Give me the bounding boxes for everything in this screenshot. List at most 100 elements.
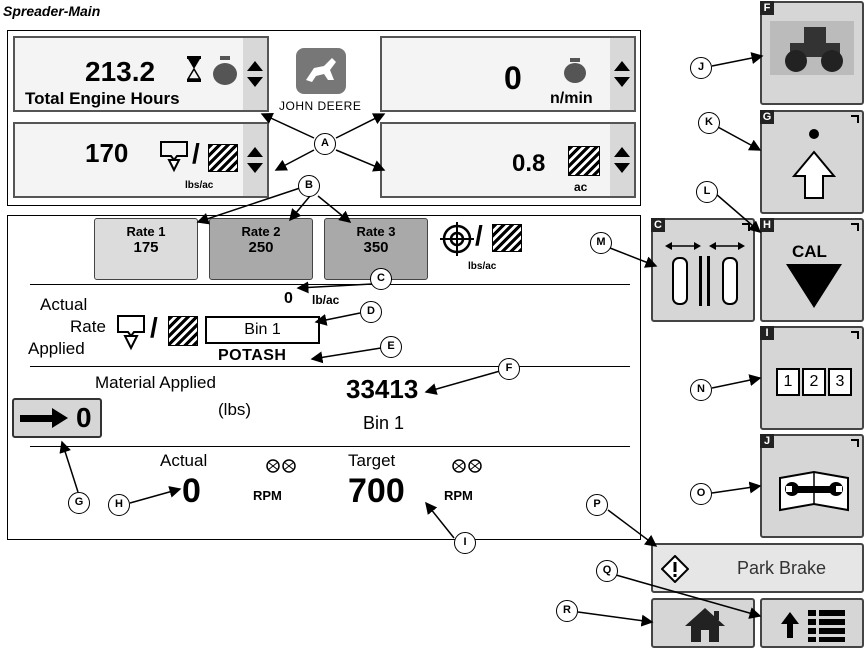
service-manual-button[interactable]: J	[760, 434, 864, 538]
hopper-icon	[116, 314, 146, 354]
rate-1-label: Rate 1	[126, 224, 166, 239]
actual-rate-unit: lb/ac	[312, 293, 340, 307]
rate-2-label: Rate 2	[241, 224, 281, 239]
warning-icon	[660, 554, 690, 584]
actual-rate-label-1: Actual	[40, 295, 88, 314]
target-rate-value: 170	[85, 138, 129, 168]
area-hatch-icon	[492, 224, 522, 252]
material-applied-unit: (lbs)	[218, 400, 252, 419]
softkey-tag-i: I	[760, 326, 774, 340]
target-rate-scroll-arrows[interactable]	[243, 124, 267, 196]
actual-rate-label-2: Rate	[70, 317, 106, 336]
material-name: POTASH	[218, 347, 287, 364]
main-panel	[7, 215, 641, 540]
arrow-right-icon	[20, 408, 68, 428]
area-hatch-icon	[168, 316, 198, 346]
softkey-tag-g: G	[760, 110, 774, 124]
engine-hours-scroll-arrows[interactable]	[243, 38, 267, 110]
spinner-actual-value: 0	[182, 472, 201, 510]
divider-line	[30, 284, 630, 285]
spinner-target-label: Target	[348, 451, 396, 470]
number-keypad-icon: 1 2 3	[776, 368, 852, 396]
reset-counter-button[interactable]: 0	[12, 398, 102, 438]
john-deere-logo-text: JOHN DEERE	[279, 99, 362, 113]
rate-3-value: 350	[363, 239, 389, 256]
screen-title: Spreader-Main	[3, 3, 101, 19]
spinner-actual-label: Actual	[160, 451, 208, 470]
speed-scroll-arrows[interactable]	[610, 38, 634, 110]
rate-1-button[interactable]: Rate 1 175	[94, 218, 198, 280]
divider-line	[30, 366, 630, 367]
callout-i: I	[454, 532, 476, 554]
callout-n: N	[690, 379, 712, 401]
softkey-tag-c: C	[651, 218, 665, 232]
calibration-label: CAL	[792, 242, 827, 261]
speed-unit: n/min	[550, 90, 593, 107]
area-value: 0.8	[512, 150, 546, 177]
speed-box[interactable]: 0 n/min	[380, 36, 636, 112]
spinner-icon	[262, 459, 312, 473]
wrench-book-icon	[776, 466, 852, 516]
menu-up-icon	[780, 606, 848, 644]
callout-o: O	[690, 483, 712, 505]
callout-r: R	[556, 600, 578, 622]
presets-button[interactable]: I 1 2 3	[760, 326, 864, 430]
spinner-target-unit: RPM	[444, 488, 473, 503]
top-panel	[7, 30, 641, 206]
engine-hours-box[interactable]: 213.2 Total Engine Hours	[13, 36, 269, 112]
john-deere-logo	[296, 48, 346, 94]
machine-page-button[interactable]: F	[760, 1, 864, 105]
tractor-icon	[770, 21, 854, 75]
calibration-button[interactable]: H CAL	[760, 218, 864, 322]
area-box[interactable]: 0.8 ac	[380, 122, 636, 198]
actual-rate-value: 0	[284, 290, 293, 307]
callout-f: F	[498, 358, 520, 380]
corner-mark	[851, 439, 859, 447]
material-applied-value: 33413	[346, 374, 419, 404]
spinner-actual-unit: RPM	[253, 488, 282, 503]
callout-l: L	[696, 181, 718, 203]
target-icon	[440, 222, 474, 256]
corner-mark	[851, 331, 859, 339]
callout-a: A	[314, 133, 336, 155]
arrow-down-icon	[247, 163, 263, 173]
triangle-down-icon	[786, 264, 842, 310]
softkey-tag-j: J	[760, 434, 774, 448]
area-hatch-icon	[568, 146, 600, 176]
engine-icon	[562, 58, 588, 84]
park-brake-indicator: Park Brake	[651, 543, 864, 593]
spread-width-button[interactable]: C	[651, 218, 755, 322]
softkey-tag-f: F	[760, 1, 774, 15]
target-rate-box[interactable]: 170 / lbs/ac	[13, 122, 269, 198]
keypad-digit: 1	[776, 368, 800, 396]
callout-k: K	[698, 112, 720, 134]
keypad-digit: 2	[802, 368, 826, 396]
home-icon	[683, 606, 727, 644]
callout-b: B	[298, 175, 320, 197]
engine-hours-value: 213.2	[85, 56, 156, 87]
callout-j: J	[690, 57, 712, 79]
corner-mark	[851, 223, 859, 231]
callout-p: P	[586, 494, 608, 516]
arrow-up-icon	[247, 147, 263, 157]
callout-d: D	[360, 301, 382, 323]
engine-icon	[211, 56, 239, 86]
material-applied-label: Material Applied	[95, 373, 216, 392]
material-applied-bin: Bin 1	[363, 413, 405, 433]
area-unit: ac	[574, 180, 588, 194]
raise-lower-button[interactable]: G	[760, 110, 864, 214]
rate-2-value: 250	[248, 239, 274, 256]
arrow-down-icon	[247, 77, 263, 87]
bin-selector[interactable]: Bin 1	[205, 316, 320, 344]
engine-hours-label: Total Engine Hours	[25, 89, 180, 108]
rate-2-button[interactable]: Rate 2 250	[209, 218, 313, 280]
callout-q: Q	[596, 560, 618, 582]
spinner-target-value: 700	[348, 472, 405, 510]
rate-1-value: 175	[133, 239, 159, 256]
arrow-down-icon	[614, 163, 630, 173]
area-scroll-arrows[interactable]	[610, 124, 634, 196]
slash-divider: /	[192, 138, 200, 169]
page-menu-button[interactable]	[760, 598, 864, 648]
arrow-up-icon	[247, 61, 263, 71]
spread-pattern-icon	[663, 238, 747, 308]
